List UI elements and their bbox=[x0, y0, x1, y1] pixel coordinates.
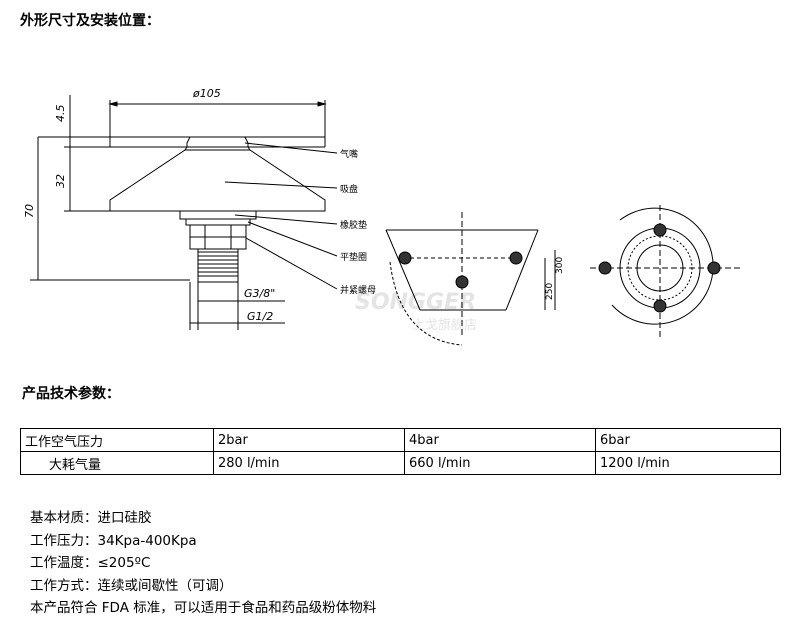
parameters-table: 工作空气压力 2bar 4bar 6bar 大耗气量 280 l/min 660… bbox=[20, 428, 781, 475]
table-cell: 1200 l/min bbox=[595, 451, 781, 475]
dimensions-heading: 外形尺寸及安装位置： bbox=[20, 13, 160, 29]
spec-list: 基本材质：进口硅胶 工作压力：34Kpa-400Kpa 工作温度：≤205ºC … bbox=[30, 507, 376, 620]
part-label-lock-nut: 并紧螺母 bbox=[340, 284, 376, 296]
table-cell: 2bar bbox=[213, 428, 405, 452]
table-cell: 660 l/min bbox=[404, 451, 596, 475]
part-label-nozzle: 气嘴 bbox=[340, 148, 358, 160]
spec-mode: 工作方式：连续或间歇性（可调） bbox=[30, 577, 233, 594]
side-dim-250: 250 bbox=[545, 283, 555, 300]
part-label-rubber-pad: 橡胶垫 bbox=[340, 219, 367, 231]
spec-temperature: 工作温度：≤205ºC bbox=[30, 555, 151, 571]
technical-drawing: SONGGER 上戈旗舰店 bbox=[23, 87, 740, 346]
table-row: 大耗气量 280 l/min 660 l/min 1200 l/min bbox=[20, 451, 781, 475]
table-cell: 4bar bbox=[404, 428, 596, 452]
part-label-cup: 吸盘 bbox=[340, 183, 358, 195]
spec-material: 基本材质：进口硅胶 bbox=[30, 510, 152, 526]
side-dim-300: 300 bbox=[555, 257, 565, 274]
spec-pressure: 工作压力：34Kpa-400Kpa bbox=[30, 532, 197, 549]
table-row: 工作空气压力 2bar 4bar 6bar bbox=[20, 428, 781, 452]
table-cell: 6bar bbox=[595, 428, 781, 452]
dim-total: 70 bbox=[23, 204, 36, 218]
thread-upper-label: G3/8" bbox=[244, 287, 275, 300]
parameters-heading: 产品技术参数： bbox=[22, 386, 120, 402]
spec-compliance: 本产品符合 FDA 标准，可以适用于食品和药品级粉体物料 bbox=[30, 600, 377, 616]
table-cell: 280 l/min bbox=[213, 451, 405, 475]
table-cell: 大耗气量 bbox=[20, 451, 214, 475]
dim-diameter: ø105 bbox=[192, 87, 221, 100]
dim-top: 4.5 bbox=[54, 105, 67, 123]
part-label-washer: 平垫圈 bbox=[340, 251, 367, 263]
thread-lower-label: G1/2 bbox=[247, 310, 273, 323]
watermark-en: SONGGER bbox=[355, 290, 476, 315]
table-cell: 工作空气压力 bbox=[20, 428, 214, 452]
dim-body: 32 bbox=[54, 174, 67, 188]
watermark-cn: 上戈旗舰店 bbox=[412, 317, 477, 333]
